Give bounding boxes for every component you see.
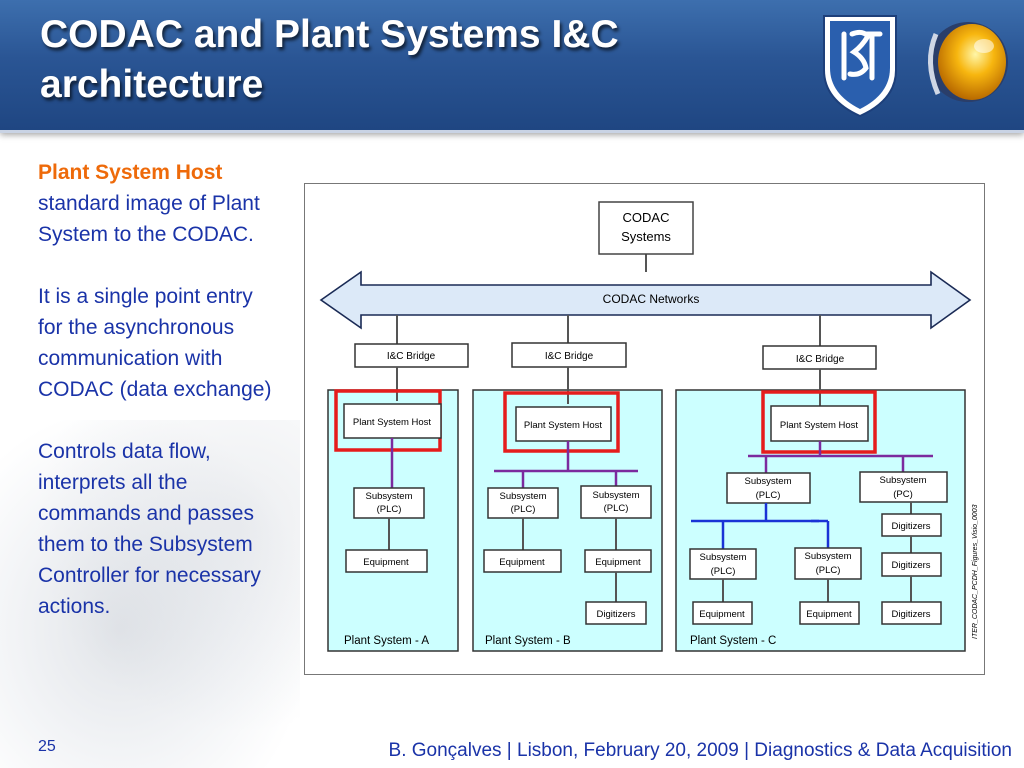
architecture-diagram-svg: CODAC Systems CODAC Networks I&C Bridge … [319,201,979,652]
subsystem-c3-type: (PLC) [711,566,736,577]
title-bar: CODAC and Plant Systems I&C architecture [0,0,1024,133]
subsystem-c4-type: (PLC) [816,565,841,576]
description-text: Plant System Host standard image of Plan… [38,157,278,653]
subsystem-a1-label: Subsystem [366,491,413,502]
plant-system-c-label: Plant System - C [690,635,776,647]
ic-bridge-b-label: I&C Bridge [545,351,594,362]
plant-system-host-a-label: Plant System Host [353,417,431,428]
subsystem-b1-type: (PLC) [511,504,536,515]
digitizers-c2-label: Digitizers [891,560,930,571]
codac-systems-label-1: CODAC [623,210,670,225]
subsystem-c2-label: Subsystem [880,475,927,486]
codac-network-arrow [319,270,972,330]
subsystem-c4 [794,547,862,580]
subsystem-b2-type: (PLC) [604,503,629,514]
equipment-a1-label: Equipment [363,557,409,568]
paragraph-host-definition: Plant System Host standard image of Plan… [38,157,278,250]
equipment-b2 [584,549,652,573]
equipment-c2 [799,601,860,625]
codac-systems-box [598,201,694,255]
subsystem-c2 [859,471,948,503]
figure-id-label: ITER_CODAC_PCDH_Figures_Visio_0003 [972,504,979,639]
codac-network-label: CODAC Networks [603,292,700,306]
subsystem-c2-type: (PC) [893,489,913,500]
ic-bridge-a-label: I&C Bridge [387,351,436,362]
paragraph-single-entry: It is a single point entry for the async… [38,285,272,401]
subsystem-b1 [487,487,559,519]
plant-system-host-c [770,405,869,442]
digitizers-c3 [881,601,942,625]
plant-system-host-b-label: Plant System Host [524,420,602,431]
subsystem-b2 [580,485,652,519]
subsystem-a1-type: (PLC) [377,504,402,515]
equipment-b1-label: Equipment [499,557,545,568]
plant-system-b-label: Plant System - B [485,635,571,647]
subsystem-c1 [726,472,811,504]
architecture-diagram: CODAC Systems CODAC Networks I&C Bridge … [304,183,985,675]
plant-system-host-a [343,403,442,439]
plant-system-host-b [515,406,612,442]
page-number: 25 [38,738,56,755]
plant-system-host-c-label: Plant System Host [780,420,858,431]
footer-text: B. Gonçalves | Lisbon, February 20, 2009… [388,740,1012,761]
digitizers-c3-label: Digitizers [891,609,930,620]
equipment-c1 [692,601,753,625]
ist-shield-logo [823,15,897,118]
equipment-b1 [483,549,562,573]
orb-logo [928,22,1008,102]
ic-bridge-c-label: I&C Bridge [796,354,845,365]
slide-title: CODAC and Plant Systems I&C architecture [40,10,760,110]
host-definition-text: standard image of Plant System to the CO… [38,192,260,246]
equipment-c1-label: Equipment [699,609,745,620]
ic-bridge-b [511,342,627,368]
subsystem-b2-label: Subsystem [593,490,640,501]
subsystem-c1-type: (PLC) [756,490,781,501]
digitizers-b1 [585,601,647,625]
subsystem-c3-label: Subsystem [700,552,747,563]
equipment-c2-label: Equipment [806,609,852,620]
subsystem-c4-label: Subsystem [805,551,852,562]
equipment-a1 [345,549,428,573]
equipment-b2-label: Equipment [595,557,641,568]
title-line-1: CODAC and Plant Systems I&C [40,13,619,56]
ic-bridge-a [354,343,469,368]
title-line-2: architecture [40,63,264,106]
plant-system-a-label: Plant System - A [344,635,429,647]
highlight-frame-b [503,391,620,453]
subsystem-c1-label: Subsystem [745,476,792,487]
digitizers-c1-label: Digitizers [891,521,930,532]
subsystem-b1-label: Subsystem [500,491,547,502]
highlight-plant-system-host: Plant System Host [38,161,223,184]
codac-systems-label-2: Systems [621,229,671,244]
subsystem-a1 [353,487,425,519]
digitizers-b1-label: Digitizers [596,609,635,620]
paragraph-data-flow: Controls data flow, interprets all the c… [38,440,261,618]
